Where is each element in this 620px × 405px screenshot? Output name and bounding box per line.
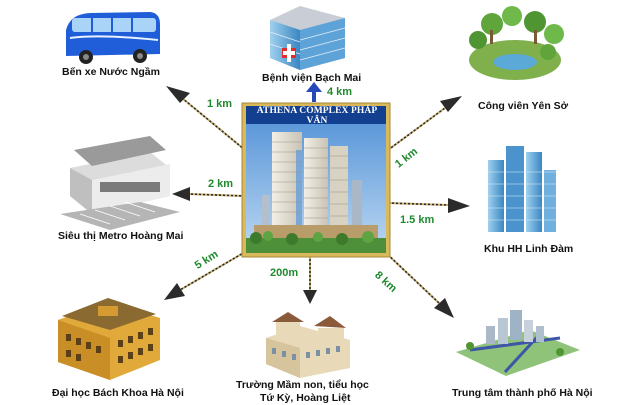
arrow-schools bbox=[303, 255, 317, 304]
label-supermarket: Siêu thị Metro Hoàng Mai bbox=[58, 230, 184, 242]
label-hospital: Bệnh viện Bạch Mai bbox=[262, 72, 362, 84]
label-park: Công viên Yên Sở bbox=[478, 100, 569, 112]
supermarket-icon bbox=[60, 136, 180, 230]
bus-icon bbox=[66, 12, 160, 64]
arrow-supermarket bbox=[172, 187, 246, 201]
center-building-picture bbox=[241, 102, 391, 258]
label-bus-station: Bến xe Nước Ngầm bbox=[62, 66, 160, 78]
residential-towers-icon bbox=[488, 146, 556, 232]
arrow-park bbox=[387, 96, 462, 151]
arrow-city-center bbox=[384, 251, 454, 318]
distance-supermarket: 2 km bbox=[208, 178, 234, 190]
label-city-center: Trung tâm thành phố Hà Nội bbox=[452, 387, 593, 399]
arrow-hospital bbox=[306, 82, 322, 102]
arrow-bus-station bbox=[166, 86, 246, 151]
distance-hospital: 4 km bbox=[327, 86, 353, 98]
label-schools-line1: Trường Mầm non, tiểu học bbox=[236, 379, 369, 391]
label-university: Đại học Bách Khoa Hà Nội bbox=[52, 387, 184, 399]
arrow-university bbox=[164, 251, 246, 300]
center-title: ATHENA COMPLEX PHÁP VÂN bbox=[256, 106, 378, 126]
university-icon bbox=[58, 298, 160, 380]
park-icon bbox=[469, 6, 564, 80]
distance-schools: 200m bbox=[270, 267, 299, 279]
label-schools-line2: Tứ Kỳ, Hoàng Liệt bbox=[260, 392, 351, 404]
distance-residential: 1.5 km bbox=[400, 214, 435, 226]
distance-bus-station: 1 km bbox=[207, 98, 233, 110]
hospital-icon bbox=[269, 6, 346, 70]
city-center-icon bbox=[456, 310, 580, 376]
arrow-residential bbox=[387, 198, 470, 213]
school-icon bbox=[266, 312, 350, 378]
label-residential: Khu HH Linh Đàm bbox=[484, 243, 574, 255]
